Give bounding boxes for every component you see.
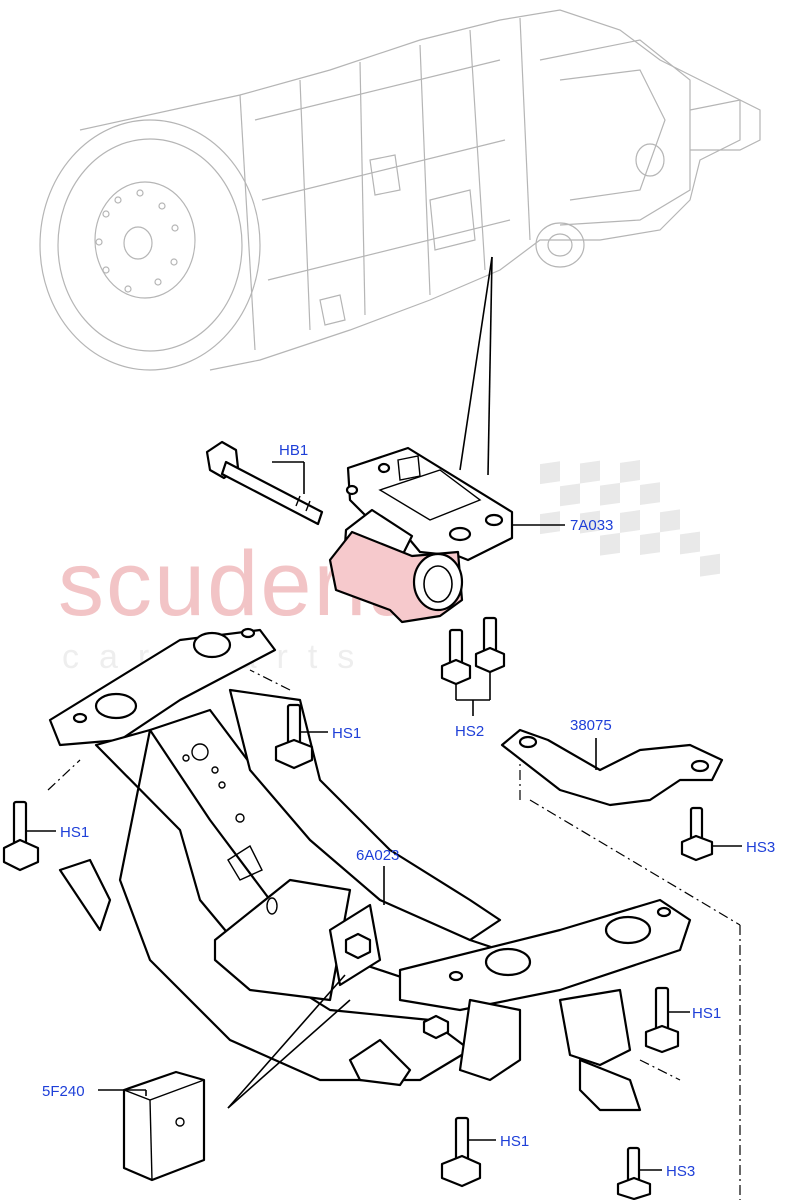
insulator-5f240 xyxy=(122,1070,206,1182)
callout-5f240: 5F240 xyxy=(42,1083,85,1100)
hs1-stud-left xyxy=(2,800,40,872)
callout-hs1-upper: HS1 xyxy=(332,725,361,742)
callout-6a023: 6A023 xyxy=(356,847,399,864)
callout-hs3-bottom: HS3 xyxy=(666,1163,695,1180)
callout-hs2: HS2 xyxy=(455,723,484,740)
crossmember-6a023 xyxy=(48,627,692,1112)
bracket-38075 xyxy=(500,728,724,807)
callout-leader-lines xyxy=(26,461,742,1171)
hs3-stud-right-upper xyxy=(680,806,714,862)
transmission-mount-7a033 xyxy=(328,446,514,624)
hs1-stud-upper-center xyxy=(274,703,314,770)
callout-labels: HB1 7A033 HS2 38075 HS1 HS1 HS3 6A023 HS… xyxy=(42,442,775,1180)
hs3-stud-bottom-right xyxy=(616,1146,652,1200)
callout-hs1-left: HS1 xyxy=(60,824,89,841)
callout-7a033: 7A033 xyxy=(570,517,613,534)
callout-hb1: HB1 xyxy=(279,442,308,459)
checkered-flag-logo xyxy=(540,460,720,577)
callout-hs3-right: HS3 xyxy=(746,839,775,856)
hs1-stud-bottom-center xyxy=(440,1116,482,1188)
reference-lines xyxy=(47,669,741,1200)
callout-hs1-bottom: HS1 xyxy=(500,1133,529,1150)
transmission-ghost-illustration xyxy=(39,9,761,371)
transmission-leader-lines xyxy=(459,256,493,476)
hs2-studs xyxy=(440,616,506,716)
callout-hs1-right: HS1 xyxy=(692,1005,721,1022)
callout-38075: 38075 xyxy=(570,717,612,734)
hs1-stud-right-lower xyxy=(644,986,680,1054)
hb1-through-bolt xyxy=(205,440,324,526)
